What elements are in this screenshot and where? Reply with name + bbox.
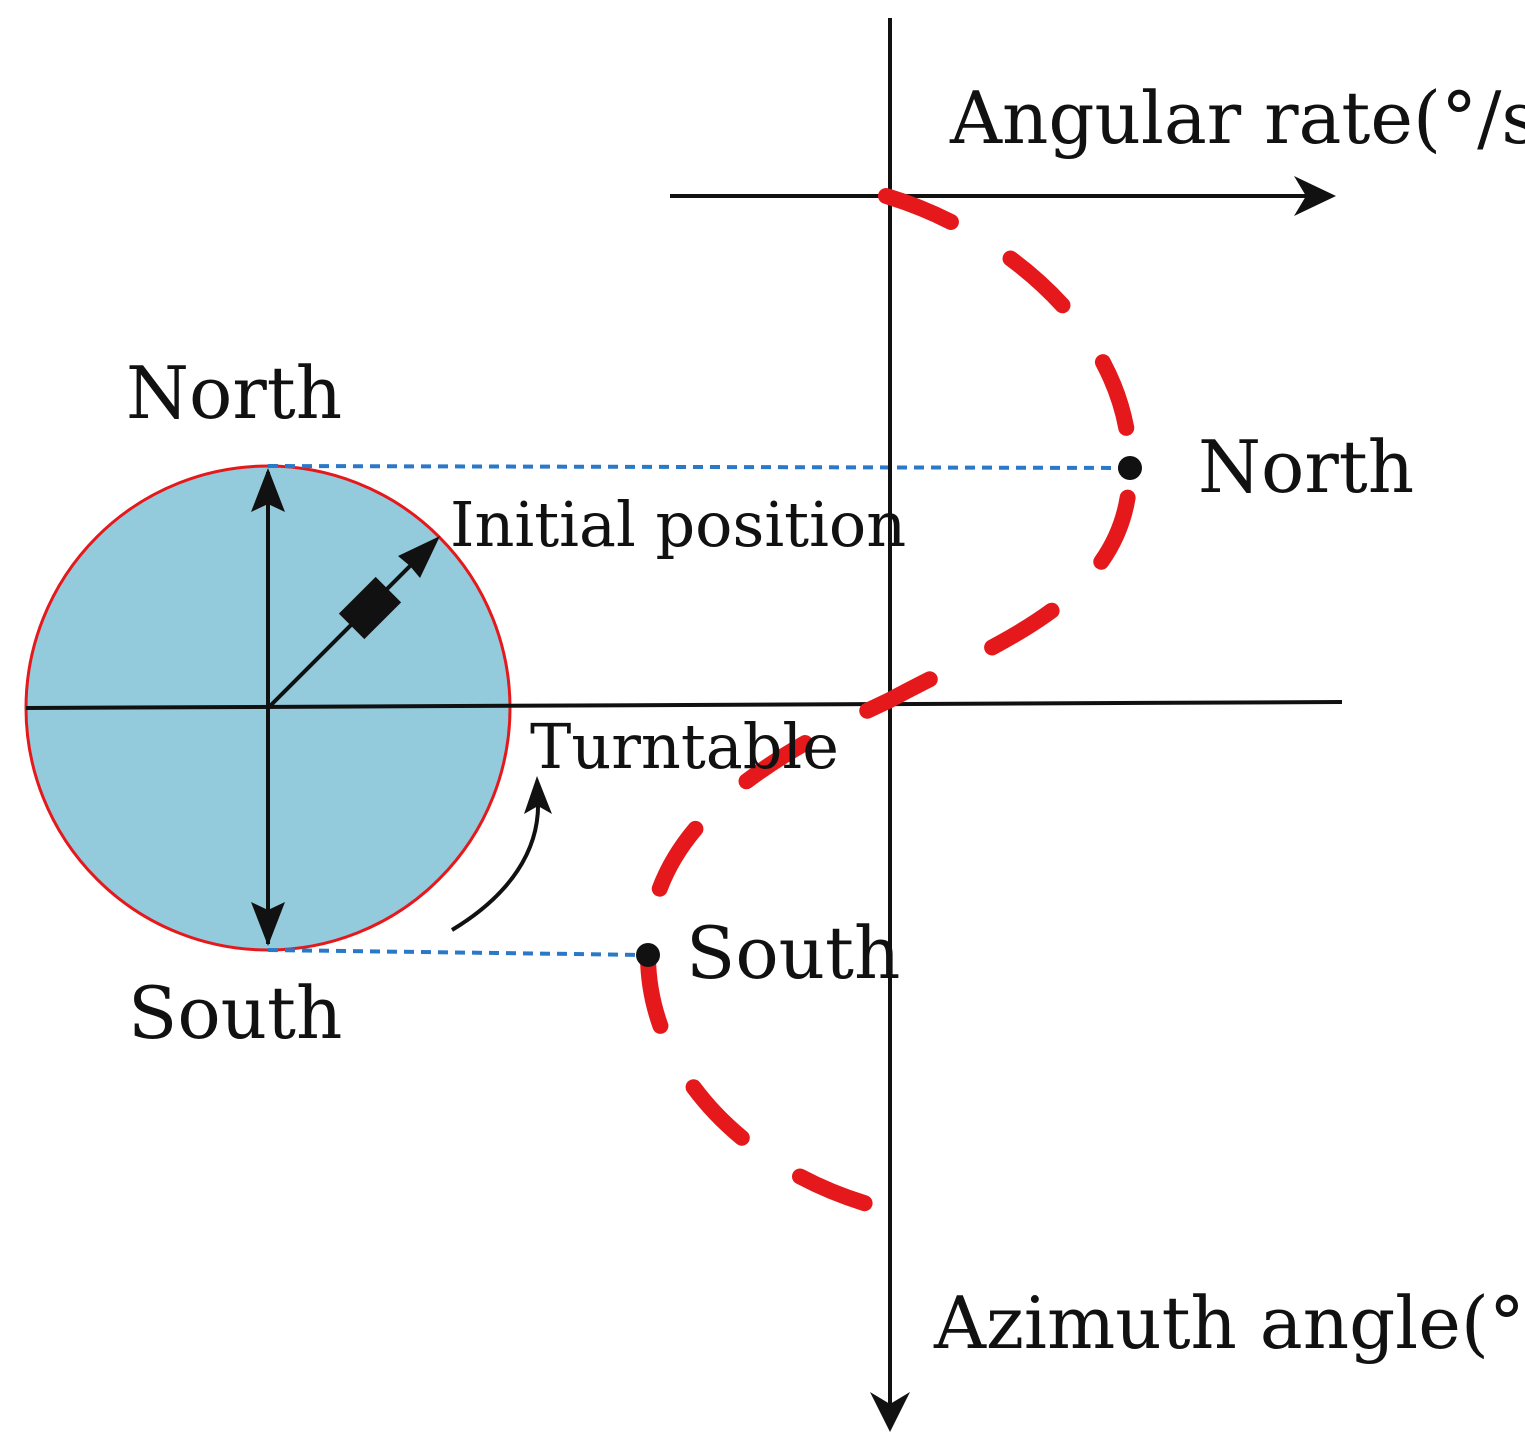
north-guide-line [267,464,1131,470]
azimuth-axis-label: Azimuth angle(°) [933,1281,1525,1365]
sensor-block [338,576,402,640]
angular-rate-curve [639,188,1139,1218]
south-arrowhead [251,902,285,946]
curve-north-point [1118,456,1142,480]
rotation-arrowhead [524,776,552,814]
curve-south-label: South [686,911,900,995]
angular-rate-axis-label: Angular rate(°/s) [949,76,1525,160]
initial-position-arrowhead [398,536,440,578]
turntable-label: Turntable [530,710,839,783]
plot-axes [670,18,1336,1432]
south-guide-line [267,948,649,957]
azimuth-axis-arrowhead [870,1392,910,1432]
initial-position-label: Initial position [450,488,906,561]
initial-position-arrow [266,556,420,710]
rotation-arrow [450,799,541,932]
turntable-disc [24,464,1343,952]
circle-north-label: North [126,351,342,435]
circle-south-label: South [128,971,342,1055]
angular-rate-axis-arrowhead [1294,176,1336,216]
horizontal-reference-line [25,700,1343,710]
north-arrowhead [251,468,285,512]
curve-south-point [636,943,660,967]
curve-north-label: North [1198,425,1414,509]
